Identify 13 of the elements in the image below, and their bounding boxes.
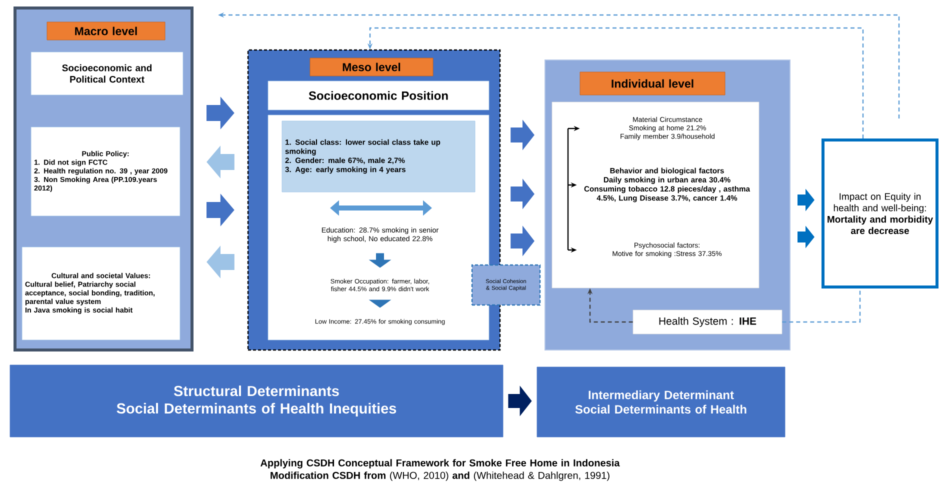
position-box: Socioeconomic Position xyxy=(268,80,490,110)
connector xyxy=(782,288,861,323)
impact-box: Impact on Equity in health and well-being: Mortality and morbidity are decrease xyxy=(822,138,938,288)
level-heading: Individual level xyxy=(580,72,726,96)
bracket-line xyxy=(567,128,569,250)
level-heading: Macro level xyxy=(46,22,166,40)
inner-panel xyxy=(552,102,760,288)
level-heading: Meso level xyxy=(310,58,434,76)
context-box: Socioeconomic and Political Context xyxy=(30,52,184,96)
health-system-box: Health System : IHE xyxy=(632,310,782,334)
caption: Applying CSDH Conceptual Framework for Smoke Free Home in Indonesia Modification CSDH from (WHO, 2010) and (Whitehead & Dahlgren, 1991) xyxy=(260,459,620,481)
determinant-box: Intermediary Determinant Social Determinants of Health xyxy=(536,366,786,438)
determinant-bar: Structural Determinants Social Determinants of Health Inequities xyxy=(10,364,504,438)
